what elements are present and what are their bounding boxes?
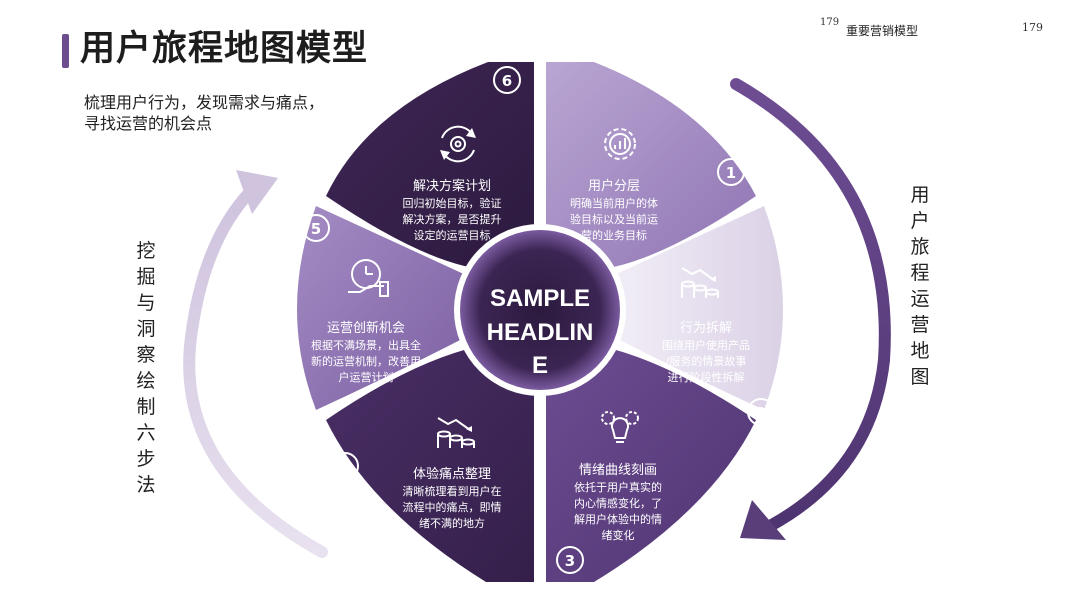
center-line-1: SAMPLE <box>490 285 590 312</box>
left-vertical-label: 挖掘与洞察绘制六步法 <box>136 240 156 496</box>
badge-2-number: 2 <box>756 404 766 422</box>
segment-6 <box>326 62 534 270</box>
badge-5-number: 5 <box>311 220 321 238</box>
step-3-line-4: 绪变化 <box>602 528 635 542</box>
center-line-3: E <box>532 352 548 379</box>
step-3-line-1: 依托于用户真实的 <box>574 480 662 494</box>
step-4-line-3: 绪不满的地方 <box>419 516 485 530</box>
step-3-title: 情绪曲线刻画 <box>579 463 657 478</box>
step-6-line-2: 解决方案，是否提升 <box>403 212 502 226</box>
step-4-title: 体验痛点整理 <box>413 466 491 482</box>
coin-stack-decline-icon-left <box>437 417 475 448</box>
segment-2 <box>612 206 783 410</box>
step-1-line-3: 营的业务目标 <box>581 228 647 242</box>
subtitle-line-1: 梳理用户行为，发现需求与痛点， <box>84 93 325 112</box>
step-1-line-2: 验目标以及当前运 <box>570 212 658 226</box>
segment-4 <box>326 344 534 582</box>
step-1-title: 用户分层 <box>588 178 640 194</box>
left-curved-arrow <box>183 170 328 558</box>
page-number-right: 179 <box>1022 21 1043 34</box>
page-number-left: 179 <box>820 17 840 28</box>
step-4-line-2: 流程中的痛点，即情 <box>403 500 502 514</box>
idea-bulb-gears-icon <box>601 411 639 443</box>
clock-hand-icon <box>348 259 389 297</box>
step-2-line-1: 围绕用户使用产品 <box>662 338 750 352</box>
right-vertical-label: 用户旅程运营地图 <box>910 184 930 388</box>
badge-6-number: 6 <box>502 72 512 90</box>
badge-1-number: 1 <box>726 164 736 182</box>
step-6-line-1: 回归初始目标，验证 <box>403 196 502 210</box>
step-3-line-2: 内心情感变化，了 <box>574 496 662 510</box>
title-accent-bar <box>62 34 69 68</box>
right-curved-arrow <box>730 78 891 540</box>
step-3-line-3: 解用户体验中的情 <box>574 512 662 526</box>
cycle-gear-icon <box>440 125 476 163</box>
segment-3 <box>546 344 756 582</box>
step-4-line-1: 清晰梳理看到用户在 <box>403 484 502 498</box>
step-2-line-2: /服务的情景故事 <box>666 354 747 368</box>
badge-3: 3 <box>556 546 584 574</box>
step-5-line-2: 新的运营机制，改善用 <box>311 354 421 368</box>
page-subtitle: 梳理用户行为，发现需求与痛点， 寻找运营的机会点 <box>84 92 384 134</box>
step-6-title: 解决方案计划 <box>413 178 491 194</box>
gear-chart-icon <box>604 128 636 160</box>
step-1-line-1: 明确当前用户的体 <box>570 196 658 210</box>
segment-5 <box>297 206 468 410</box>
badge-6: 6 <box>493 66 521 94</box>
badge-3-number: 3 <box>565 552 575 570</box>
segment-1 <box>546 62 756 270</box>
step-5-line-1: 根据不满场景，出具全 <box>311 338 421 352</box>
step-2-title: 行为拆解 <box>680 321 732 336</box>
step-5-line-3: 户运营计划 <box>339 370 394 384</box>
coin-stack-decline-icon-right <box>681 267 719 298</box>
step-6-line-3: 设定的运营目标 <box>414 228 491 242</box>
badge-4: 4 <box>331 452 359 480</box>
badge-4-number: 4 <box>340 458 350 476</box>
center-circle <box>460 230 620 390</box>
badge-1: 1 <box>717 158 745 186</box>
badge-2: 2 <box>747 398 775 426</box>
badge-5: 5 <box>302 214 330 242</box>
page-label: 重要营销模型 <box>846 24 919 38</box>
step-2-line-3: 进行阶段性拆解 <box>668 370 745 384</box>
step-5-title: 运营创新机会 <box>327 320 405 336</box>
center-line-2: HEADLIN <box>487 319 594 346</box>
page-title: 用户旅程地图模型 <box>80 29 369 69</box>
subtitle-line-2: 寻找运营的机会点 <box>84 114 213 133</box>
